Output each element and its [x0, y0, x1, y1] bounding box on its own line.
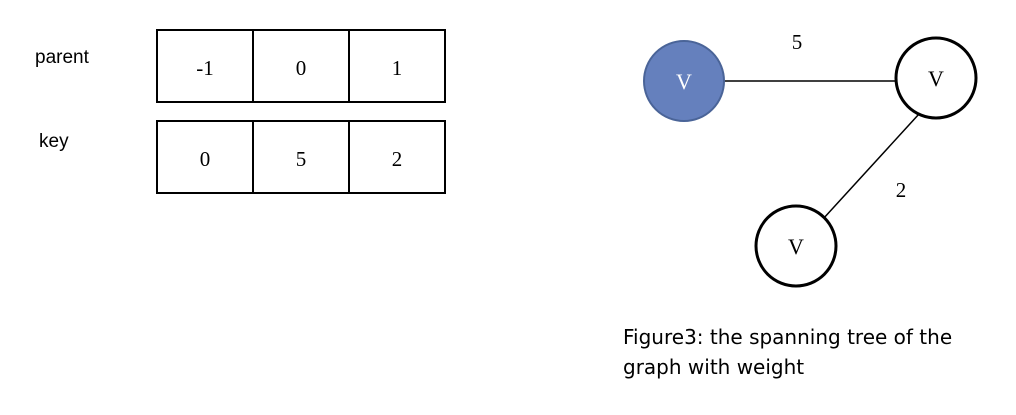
parent-cell-1: 0	[254, 31, 350, 101]
key-array: 0 5 2	[156, 120, 446, 194]
parent-cell-2: 1	[391, 55, 403, 80]
edge-1-2-weight: 2	[896, 178, 907, 202]
edge-1-2	[822, 113, 920, 220]
parent-cell-0: -1	[158, 31, 254, 101]
graph-node-1-label: V	[928, 66, 944, 91]
key-cell-0: 0	[158, 122, 254, 192]
graph-node-2-label: V	[788, 234, 804, 259]
key-cell-1: 5	[254, 122, 350, 192]
parent-array: -1 0 1	[156, 29, 446, 103]
edge-0-1-weight: 5	[792, 30, 803, 54]
graph-node-0-label: V	[676, 69, 692, 94]
key-cell-2: 2	[391, 146, 403, 171]
parent-array-label: parent	[35, 47, 89, 68]
key-array-label: key	[39, 131, 69, 152]
graph-node-2	[754, 204, 838, 288]
figure-caption: Figure3: the spanning tree of the graph …	[623, 325, 953, 379]
graph-node-1	[894, 36, 978, 120]
graph-node-0	[643, 40, 725, 122]
